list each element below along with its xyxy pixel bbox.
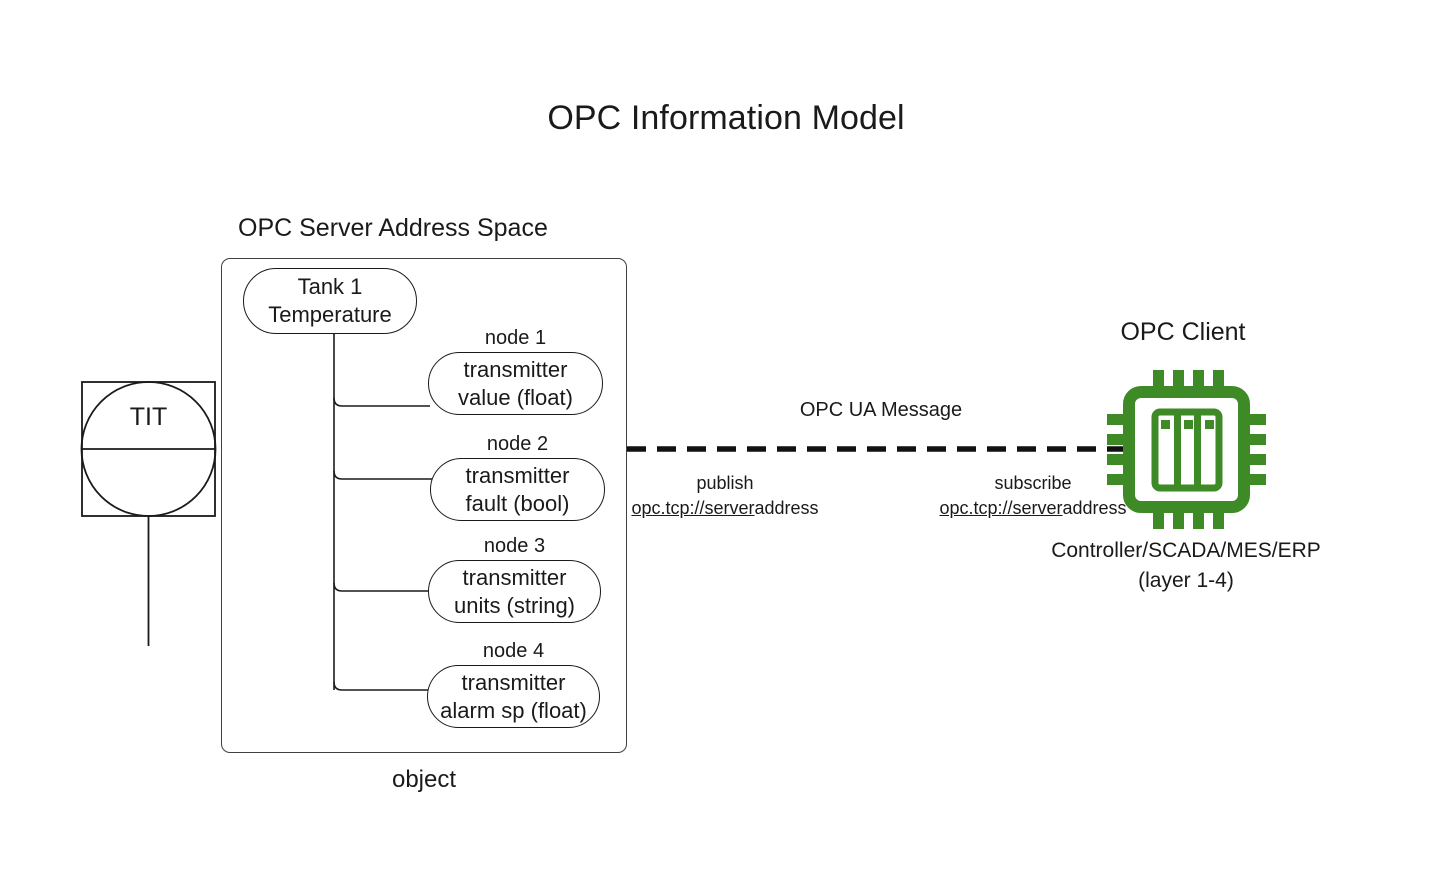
node-3-caption: node 3 <box>483 535 546 557</box>
publish-url-plain: address <box>754 497 819 518</box>
node-transmitter-fault[interactable]: transmitter fault (bool) <box>430 458 605 521</box>
object-caption: object <box>391 766 457 793</box>
node-transmitter-units[interactable]: transmitter units (string) <box>428 560 601 623</box>
node-1-caption: node 1 <box>484 327 547 349</box>
node-4-caption: node 4 <box>482 640 545 662</box>
instrument-tag-label: TIT <box>129 403 168 431</box>
page-title: OPC Information Model <box>547 99 905 137</box>
node-2-label: transmitter fault (bool) <box>465 462 570 516</box>
address-space-title: OPC Server Address Space <box>238 214 548 242</box>
node-3-label: transmitter units (string) <box>453 564 576 618</box>
publish-verb: publish <box>696 473 754 493</box>
subscribe-endpoint: subscribe opc.tcp://serveraddress <box>921 473 1145 519</box>
client-role-label: Controller/SCADA/MES/ERP (layer 1-4) <box>1051 539 1321 593</box>
publish-endpoint: publish opc.tcp://serveraddress <box>613 473 837 519</box>
node-transmitter-alarm-sp[interactable]: transmitter alarm sp (float) <box>427 665 600 728</box>
opc-client-title: OPC Client <box>1120 318 1246 346</box>
opc-ua-message-label: OPC UA Message <box>799 399 963 421</box>
node-tank-1-temperature[interactable]: Tank 1 Temperature <box>243 268 417 334</box>
address-space-container <box>221 258 627 753</box>
cpu-chip-icon <box>1107 370 1266 529</box>
subscribe-url-plain: address <box>1062 497 1127 518</box>
publish-url-underlined: opc.tcp://server <box>631 497 755 518</box>
node-transmitter-value[interactable]: transmitter value (float) <box>428 352 603 415</box>
node-2-caption: node 2 <box>486 433 549 455</box>
chip-die <box>1151 408 1223 492</box>
instrument-symbol <box>80 381 217 646</box>
node-1-label: transmitter value (float) <box>458 356 573 410</box>
subscribe-url: opc.tcp://serveraddress <box>921 498 1145 520</box>
opc-ua-message-link <box>627 446 1127 452</box>
chip-body <box>1123 386 1250 513</box>
node-root-label: Tank 1 Temperature <box>268 274 392 327</box>
publish-url: opc.tcp://serveraddress <box>613 498 837 520</box>
subscribe-url-underlined: opc.tcp://server <box>939 497 1063 518</box>
subscribe-verb: subscribe <box>994 473 1072 493</box>
node-4-label: transmitter alarm sp (float) <box>440 669 587 723</box>
